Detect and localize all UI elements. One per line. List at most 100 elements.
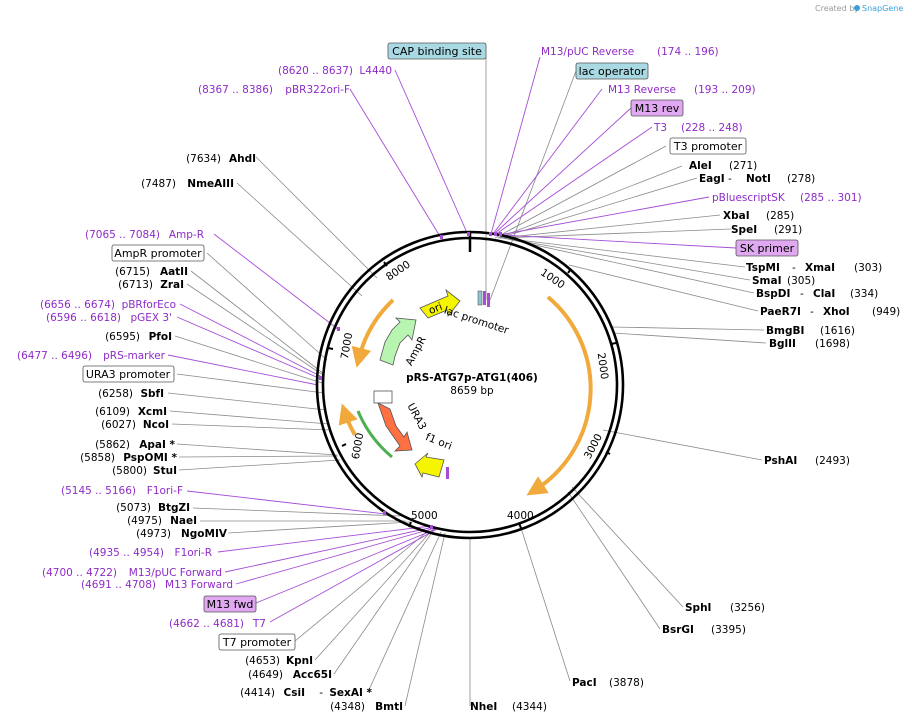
primer-label: F1ori-R [175, 547, 212, 559]
feature-box-lac-operator[interactable]: lac operator [575, 62, 649, 80]
f1ori-primer-block [446, 467, 449, 479]
enzyme-label: XhoI [823, 306, 850, 318]
enzyme-label: CsiI [284, 687, 305, 699]
enzyme-pos: (4344) [512, 701, 547, 713]
primer-pos: (7065 .. 7084) [85, 229, 160, 241]
enzyme-label: ApaI * [139, 439, 175, 451]
enzyme-sep: - [792, 262, 796, 274]
enzyme-label: XcmI [138, 406, 167, 418]
feature-box-m13-fwd[interactable]: M13 fwd [203, 595, 257, 613]
feature-box-cap[interactable]: CAP binding site [387, 42, 487, 60]
primer-site-marks [319, 232, 502, 529]
plasmid-length: 8659 bp [450, 385, 494, 397]
enzyme-pos: (4653) [245, 655, 280, 667]
ampr-feature-arc [351, 298, 395, 368]
m13-fwd-label: M13 fwd [207, 598, 254, 611]
primer-pos: (4662 .. 4681) [169, 618, 244, 630]
ori-label: ori [427, 301, 444, 317]
sk-primer-label: SK primer [740, 242, 795, 255]
plasmid-name: pRS-ATG7p-ATG1(406) [406, 372, 538, 384]
primer-pos: (4700 .. 4722) [42, 567, 117, 579]
ampr-promoter-block [373, 390, 393, 404]
enzyme-label: AhdI [229, 153, 256, 165]
enzyme-label: BspDI [756, 288, 790, 300]
lac-operator-block [477, 290, 483, 306]
ura3-promoter-label: URA3 promoter [86, 368, 171, 381]
enzyme-label: ClaI [813, 288, 835, 300]
enzyme-label: XbaI [723, 210, 750, 222]
tick-label: 3000 [582, 432, 605, 461]
credit-text: Created by [815, 4, 859, 13]
enzyme-label: NotI [746, 173, 771, 185]
primer-pos: (6656 .. 6674) [40, 299, 115, 311]
primer-pos: (8367 .. 8386) [198, 84, 273, 96]
right-labels: M13/pUC Reverse (174 .. 196) M13 Reverse… [470, 46, 900, 713]
enzyme-pos: (2493) [815, 455, 850, 467]
enzyme-pos: (4414) [240, 687, 275, 699]
enzyme-pos: (4348) [330, 701, 365, 713]
enzyme-label: PfoI [149, 331, 172, 343]
feature-box-m13-rev[interactable]: M13 rev [630, 99, 684, 117]
enzyme-label: SbfI [140, 388, 164, 400]
primer-label: pRS-marker [103, 350, 166, 362]
enzyme-label: PshAI [764, 455, 797, 467]
enzyme-sep: - [319, 687, 323, 699]
enzyme-label: TspMI [746, 262, 780, 274]
lac-operator-label: lac operator [579, 65, 646, 78]
feature-box-t7-promoter[interactable]: T7 promoter [218, 633, 296, 651]
feature-box-ampr-promoter[interactable]: AmpR promoter [111, 244, 205, 262]
enzyme-pos: (5862) [95, 439, 130, 451]
ampr-promoter-label: AmpR promoter [114, 247, 202, 260]
primer-label: Amp-R [169, 229, 204, 241]
enzyme-label: BtgZI [158, 502, 190, 514]
feature-box-t3-promoter[interactable]: T3 promoter [669, 137, 747, 155]
enzyme-label: BglII [769, 338, 796, 350]
enzyme-label: SpeI [731, 224, 757, 236]
enzyme-sep: - [810, 306, 814, 318]
primer-label: M13 Forward [165, 579, 233, 591]
enzyme-pos: (271) [729, 160, 757, 172]
enzyme-label: EagI [699, 173, 725, 185]
enzyme-pos: (6713) [118, 279, 153, 291]
enzyme-label: StuI [153, 465, 177, 477]
enzyme-pos: (949) [872, 306, 900, 318]
enzyme-label: Acc65I [293, 669, 332, 681]
enzyme-label: PacI [572, 677, 597, 689]
enzyme-label: BmgBI [766, 325, 804, 337]
tick-label: 6000 [350, 432, 366, 460]
enzyme-label: NmeAIII [187, 178, 234, 190]
enzyme-pos: (1616) [820, 325, 855, 337]
enzyme-pos: (5073) [116, 502, 151, 514]
enzyme-pos: (4649) [248, 669, 283, 681]
enzyme-label: AleI [689, 160, 712, 172]
primer-pos: (6596 .. 6618) [46, 312, 121, 324]
f1-ori-label: f1 ori [424, 431, 454, 452]
enzyme-pos: (3256) [730, 602, 765, 614]
enzyme-pos: (334) [850, 288, 878, 300]
enzyme-pos: (5858) [80, 452, 115, 464]
primer-label: pGEX 3' [130, 312, 172, 324]
enzyme-pos: (291) [774, 224, 802, 236]
t3-promoter-label: T3 promoter [673, 140, 743, 153]
enzyme-label: NgoMIV [181, 528, 228, 540]
tick-label: 4000 [507, 510, 534, 522]
enzyme-leader-lines [167, 57, 767, 707]
enzyme-pos: (6715) [115, 266, 150, 278]
primer-pos: (193 .. 209) [694, 84, 756, 96]
enzyme-label: SphI [685, 602, 711, 614]
t7-promoter-label: T7 promoter [222, 636, 292, 649]
ura3-label: URA3 [404, 401, 428, 432]
primer-pos: (174 .. 196) [657, 46, 719, 58]
tick-label: 5000 [411, 510, 438, 522]
cap-label: CAP binding site [392, 45, 482, 58]
f1-ori-arrow [414, 452, 445, 479]
enzyme-pos: (303) [854, 262, 882, 274]
primer-label: T7 [252, 618, 266, 630]
enzyme-label: PaeR7I [760, 306, 801, 318]
feature-box-ura3-promoter[interactable]: URA3 promoter [82, 365, 175, 383]
enzyme-pos: (3878) [609, 677, 644, 689]
primer-pos: (8620 .. 8637) [278, 65, 353, 77]
primer-label: pBRforEco [122, 299, 176, 311]
enzyme-label: ZraI [160, 279, 184, 291]
feature-box-sk-primer[interactable]: SK primer [735, 239, 799, 257]
